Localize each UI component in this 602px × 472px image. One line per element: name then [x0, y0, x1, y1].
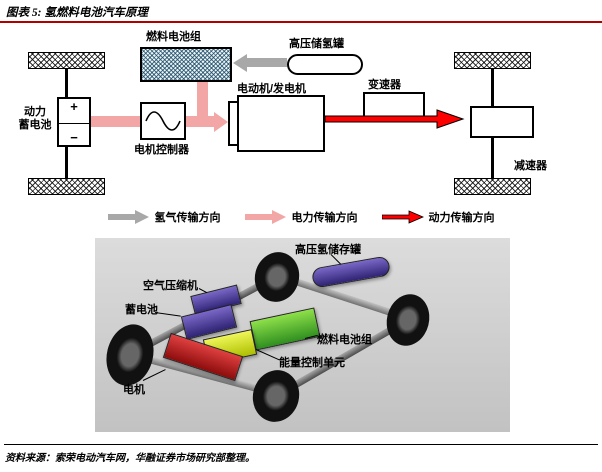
- legend-hydrogen-label: 氢气传输方向: [154, 212, 221, 224]
- hydrogen-flow-shaft: [247, 58, 287, 67]
- power-battery-label: 动力 蓄电池: [18, 106, 52, 132]
- figure-title: 图表 5: 氢燃料电池汽车原理: [6, 7, 148, 19]
- electric-arrow-icon: [244, 210, 286, 224]
- footer-rule: [4, 444, 598, 445]
- battery-divider: [59, 123, 89, 124]
- motor-generator-box: [237, 95, 325, 152]
- transmission-label: 变速器: [368, 79, 401, 91]
- source-note: 资料来源：索荣电动汽车网，华融证券市场研究部整理。: [5, 453, 255, 464]
- drive-arrow-icon: [381, 210, 424, 224]
- legend-electric-label: 电力传输方向: [291, 212, 358, 224]
- legend-item-electric: 电力传输方向: [244, 209, 358, 225]
- hydrogen-tank-label: 高压储氢罐: [289, 38, 344, 50]
- wheel-front-top: [28, 52, 105, 69]
- energy-control-unit-3d-label: 能量控制单元: [279, 357, 345, 369]
- wheel-rear-top: [454, 52, 531, 69]
- electric-flow-arrowhead: [214, 112, 228, 132]
- power-battery-box: + −: [57, 97, 91, 147]
- legend-item-hydrogen: 氢气传输方向: [107, 209, 221, 225]
- sine-wave-icon: [145, 111, 181, 131]
- motor-controller-label: 电机控制器: [134, 144, 189, 156]
- leader-battery: [154, 312, 181, 317]
- legend: 氢气传输方向 电力传输方向 动力传输方向: [0, 209, 602, 225]
- legend-item-drive: 动力传输方向: [381, 209, 495, 225]
- battery-plus-sign: +: [70, 99, 78, 114]
- fuel-cell-stack-label: 燃料电池组: [146, 31, 201, 43]
- hydrogen-tank-cylinder: [287, 54, 363, 75]
- motor-controller-box: [140, 102, 186, 140]
- chassis-illustration: 高压氢储存罐 空气压缩机 蓄电池 燃料电池组 能量控制单元 电机: [95, 238, 510, 432]
- tire-rear-right: [381, 289, 435, 351]
- reducer-label: 减速器: [514, 160, 547, 172]
- fuel-cell-stack-3d: [249, 307, 321, 351]
- hydrogen-arrow-icon: [107, 210, 149, 224]
- header-rule: [0, 21, 602, 23]
- fuel-cell-stack-3d-label: 燃料电池组: [317, 334, 372, 346]
- wheel-rear-bottom: [454, 178, 531, 195]
- tire-rear-left: [247, 365, 305, 427]
- leader-energy: [255, 349, 280, 361]
- hydrogen-tank-3d: [310, 255, 392, 289]
- motor-3d-label: 电机: [123, 384, 145, 396]
- hydrogen-flow-arrowhead: [233, 54, 247, 72]
- hydrogen-tank-3d-label: 高压氢储存罐: [295, 244, 361, 256]
- tire-front-left: [100, 319, 160, 391]
- wheel-front-bottom: [28, 178, 105, 195]
- battery-3d-label: 蓄电池: [125, 304, 158, 316]
- legend-drive-label: 动力传输方向: [428, 212, 495, 224]
- air-compressor-3d-label: 空气压缩机: [143, 280, 198, 292]
- drive-flow-arrow: [325, 109, 465, 129]
- fuel-cell-stack-box: [140, 47, 232, 82]
- reducer-box: [470, 106, 534, 138]
- electric-flow-line-vertical: [197, 80, 208, 127]
- battery-minus-sign: −: [70, 130, 78, 145]
- motor-generator-label: 电动机/发电机: [237, 83, 307, 95]
